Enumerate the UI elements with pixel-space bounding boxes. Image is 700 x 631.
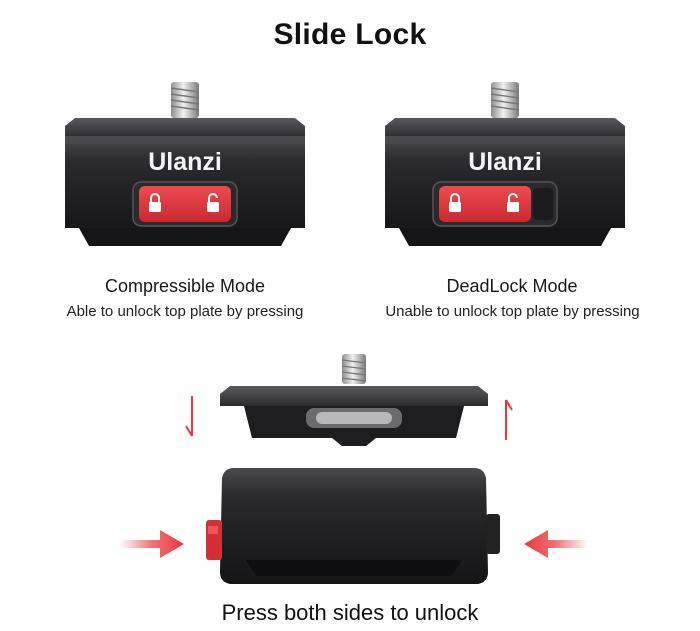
- lock-icon: [149, 193, 161, 212]
- page-title: Slide Lock: [273, 18, 427, 51]
- arrow-down-icon: [185, 396, 193, 437]
- exploded-view: [120, 354, 588, 584]
- screw-icon: [341, 354, 367, 384]
- brand-logo: Ulanzi: [148, 148, 222, 176]
- screw-icon: [170, 82, 200, 118]
- mode-desc-compressible: Able to unlock top plate by pressing: [66, 303, 304, 320]
- unlock-icon: [207, 193, 219, 212]
- unlock-icon: [507, 193, 519, 212]
- caption: Press both sides to unlock: [221, 600, 479, 625]
- left-clamp: Ulanzi: [65, 82, 305, 246]
- screw-icon: [490, 82, 520, 118]
- mode-title-compressible: Compressible Mode: [104, 276, 266, 296]
- arrow-left-icon: [524, 530, 588, 558]
- mode-desc-deadlock: Unable to unlock top plate by pressing: [385, 303, 640, 320]
- lock-icon: [449, 193, 461, 212]
- brand-logo: Ulanzi: [468, 148, 542, 176]
- arrow-right-icon: [120, 530, 184, 558]
- mode-title-deadlock: DeadLock Mode: [446, 276, 578, 296]
- right-clamp: Ulanzi: [385, 82, 625, 246]
- arrow-up-icon: [505, 399, 513, 440]
